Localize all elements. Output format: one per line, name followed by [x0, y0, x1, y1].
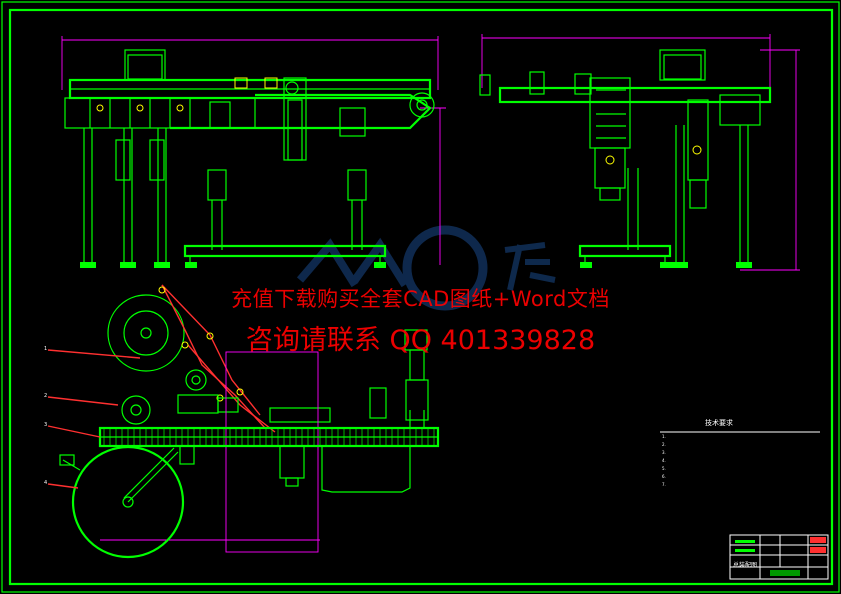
- chain-teeth: [103, 428, 435, 446]
- drawing-name: 总装配图: [733, 562, 758, 569]
- watermark-line-2: 咨询请联系 QQ 401339828: [245, 325, 596, 356]
- technical-note-5: 5.: [662, 466, 666, 471]
- technical-note-7: 7.: [662, 482, 666, 487]
- side-view: [479, 34, 800, 271]
- front-view: [61, 36, 446, 268]
- technical-note-2: 2.: [662, 442, 666, 447]
- technical-note-1: 1.: [662, 434, 666, 439]
- callout-4: 4: [44, 480, 48, 486]
- inner-border: [8, 8, 834, 586]
- mechanism-view: [47, 284, 440, 559]
- technical-note-4: 4.: [662, 458, 666, 463]
- technical-note-6: 6.: [662, 474, 666, 479]
- callout-2: 2: [44, 393, 48, 399]
- callout-1: 1: [44, 346, 48, 352]
- watermark-line-1: 充值下载购买全套CAD图纸+Word文档: [231, 287, 610, 311]
- callout-3: 3: [44, 422, 48, 428]
- technical-notes-title: 技术要求: [705, 419, 733, 427]
- technical-note-3: 3.: [662, 450, 666, 455]
- title-block: [729, 534, 829, 580]
